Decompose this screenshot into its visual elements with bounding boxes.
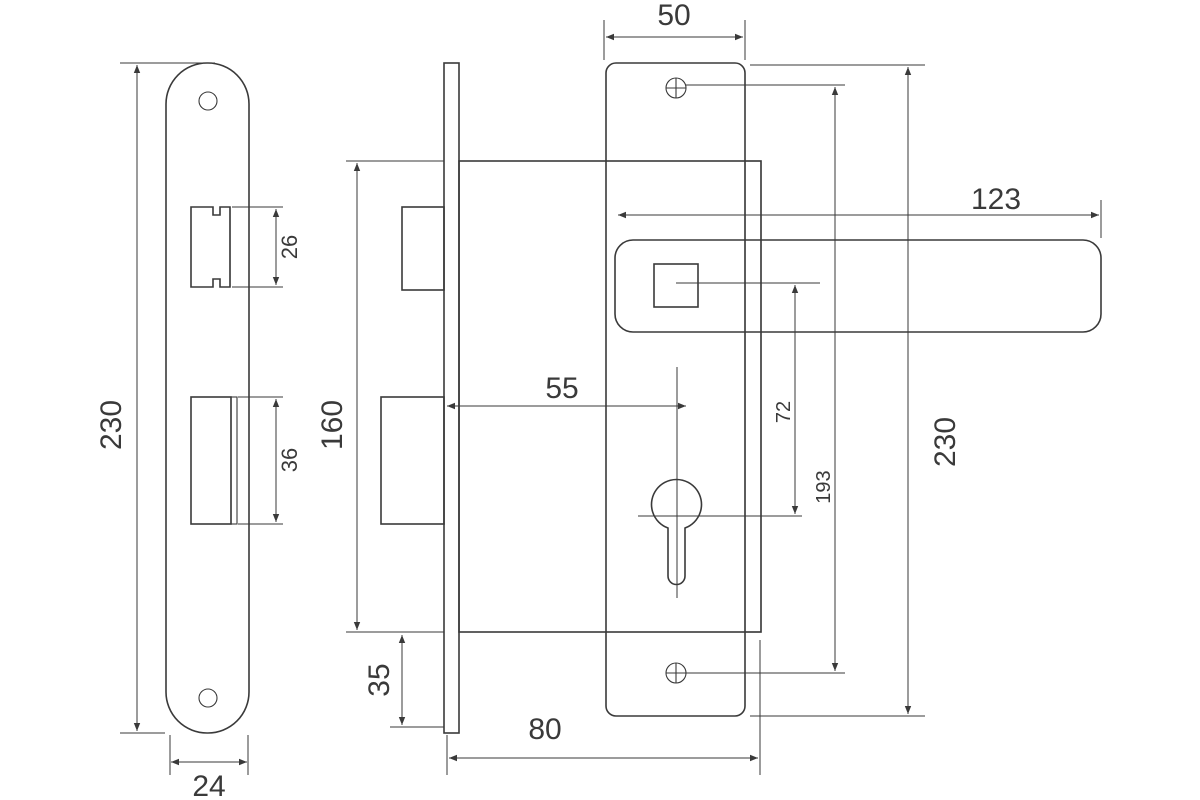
dim-spindle-to-cylinder: 72 (773, 285, 799, 514)
dim-label-bolt-offset: 35 (363, 663, 396, 696)
dim-case-depth: 80 (446, 640, 761, 775)
top-screw-icon (665, 77, 687, 99)
dim-label-backset: 55 (545, 372, 578, 405)
dim-handle-length: 123 (618, 183, 1102, 238)
dim-escutcheon-width: 50 (603, 0, 746, 60)
dim-label-case-depth: 80 (528, 713, 561, 746)
dim-bolt-height: 36 (238, 396, 302, 525)
dim-label-escutcheon-width: 50 (657, 0, 690, 32)
deadbolt-opening (190, 396, 232, 525)
bottom-screw-icon (665, 662, 687, 684)
deadbolt-face (230, 396, 238, 525)
faceplate-top-screw-hole (198, 91, 218, 111)
rear-plate-edge (744, 160, 762, 633)
latch-opening (190, 206, 231, 288)
dim-label-escutcheon-height: 230 (929, 417, 962, 467)
dim-faceplate-height: 230 (95, 62, 215, 734)
side-deadbolt (380, 396, 445, 525)
escutcheon-view: 50 123 72 193 230 (603, 0, 1102, 717)
side-faceplate (443, 62, 460, 734)
side-latch (401, 206, 445, 291)
dim-faceplate-width: 24 (169, 735, 249, 800)
dim-escutcheon-height: 230 (750, 64, 962, 717)
dim-case-height: 160 (316, 160, 444, 633)
dim-label-bolt-height: 36 (277, 448, 302, 472)
dim-label-spindle-to-cylinder: 72 (773, 401, 795, 423)
keyhole-icon (650, 478, 703, 586)
dim-latch-height: 26 (232, 206, 302, 288)
dim-label-screw-spacing: 193 (813, 470, 835, 503)
dim-label-faceplate-height: 230 (95, 400, 128, 450)
dim-backset: 55 (447, 372, 686, 410)
dim-label-faceplate-width: 24 (192, 770, 225, 800)
lock-case (458, 160, 762, 633)
dim-label-latch-height: 26 (277, 235, 302, 259)
lever-handle (614, 239, 1102, 333)
dim-label-handle-length: 123 (971, 183, 1021, 216)
faceplate-front-view: 230 24 26 36 (95, 62, 302, 800)
faceplate-bottom-screw-hole (198, 688, 218, 708)
dim-label-case-height: 160 (316, 400, 349, 450)
spindle-square (653, 263, 699, 308)
dim-bolt-offset: 35 (363, 635, 444, 728)
dim-screw-spacing: 193 (686, 84, 845, 674)
lock-side-view: 160 35 55 80 (316, 62, 762, 775)
